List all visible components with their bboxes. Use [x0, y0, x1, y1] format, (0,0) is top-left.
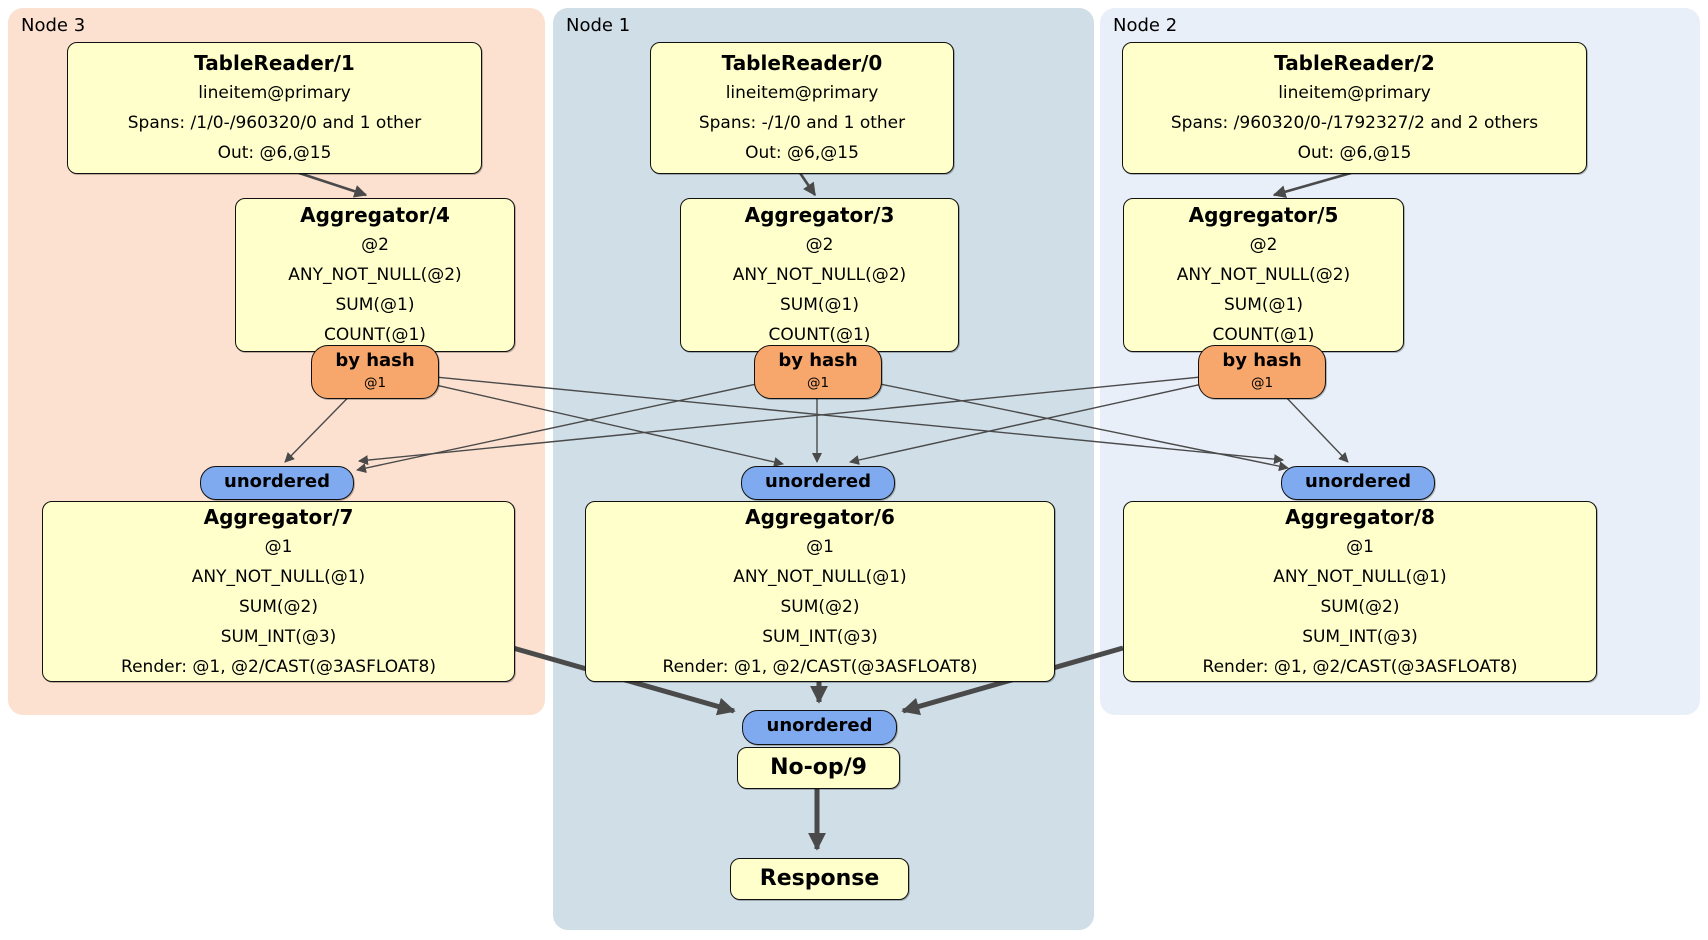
- node-1-label: Node 1: [566, 15, 631, 36]
- aggregator-6-box: Aggregator/6 @1 ANY_NOT_NULL(@1) SUM(@2)…: [585, 501, 1055, 682]
- processor-line: Out: @6,@15: [217, 143, 332, 163]
- sync-label: unordered: [224, 471, 330, 492]
- processor-line: ANY_NOT_NULL(@2): [1176, 265, 1351, 285]
- processor-line: lineitem@primary: [725, 83, 879, 103]
- processor-line: COUNT(@1): [1212, 325, 1315, 345]
- processor-line: SUM(@2): [239, 596, 318, 617]
- processor-line: Spans: /1/0-/960320/0 and 1 other: [127, 113, 422, 133]
- router-detail: @1: [1250, 375, 1274, 391]
- processor-line: ANY_NOT_NULL(@2): [288, 265, 462, 285]
- aggregator-7-box: Aggregator/7 @1 ANY_NOT_NULL(@1) SUM(@2)…: [42, 501, 515, 682]
- node-3-label: Node 3: [21, 15, 86, 36]
- router-label: by hash: [1222, 350, 1302, 371]
- processor-line: SUM_INT(@3): [220, 626, 337, 647]
- processor-line: ANY_NOT_NULL(@1): [191, 566, 366, 587]
- processor-line: lineitem@primary: [198, 83, 351, 103]
- processor-line: @1: [1346, 536, 1374, 557]
- processor-line: SUM(@1): [335, 295, 415, 315]
- by-hash-router-node1: by hash @1: [754, 345, 882, 399]
- edge-hash3-to-sync2: [373, 370, 1284, 465]
- processor-line: Render: @1, @2/CAST(@3ASFLOAT8): [1202, 656, 1518, 677]
- processor-line: @2: [361, 235, 389, 255]
- processor-title: Aggregator/7: [203, 504, 354, 529]
- processor-line: @1: [806, 536, 834, 557]
- sync-label: unordered: [766, 715, 873, 736]
- processor-title: Aggregator/4: [300, 203, 450, 227]
- router-label: by hash: [335, 350, 415, 371]
- response-box: Response: [730, 858, 909, 900]
- processor-line: COUNT(@1): [768, 325, 871, 345]
- processor-title: Aggregator/5: [1188, 203, 1339, 227]
- unordered-sync-node3: unordered: [200, 466, 354, 500]
- edge-hash2-to-sync3: [358, 370, 1262, 466]
- unordered-sync-node2: unordered: [1281, 466, 1435, 500]
- tablereader-2-box: TableReader/2 lineitem@primary Spans: /9…: [1122, 42, 1587, 174]
- by-hash-router-node3: by hash @1: [311, 345, 439, 399]
- processor-title: Aggregator/8: [1285, 504, 1435, 529]
- no-op-box: No-op/9: [737, 747, 900, 789]
- edge-tr2-to-agg5: [1272, 171, 1352, 199]
- processor-line: Spans: -/1/0 and 1 other: [698, 113, 906, 133]
- unordered-sync-node1: unordered: [741, 466, 895, 500]
- processor-title: No-op/9: [770, 755, 867, 780]
- aggregator-8-box: Aggregator/8 @1 ANY_NOT_NULL(@1) SUM(@2)…: [1123, 501, 1597, 682]
- processor-title: TableReader/1: [194, 51, 355, 75]
- node-2-label: Node 2: [1113, 15, 1178, 36]
- processor-line: ANY_NOT_NULL(@2): [732, 265, 907, 285]
- processor-title: TableReader/0: [721, 51, 883, 75]
- edge-tr0-to-agg3: [798, 172, 817, 197]
- processor-line: SUM(@2): [1320, 596, 1400, 617]
- processor-line: COUNT(@1): [324, 325, 426, 345]
- sync-label: unordered: [1305, 471, 1411, 492]
- processor-line: Out: @6,@15: [1297, 143, 1412, 163]
- router-detail: @1: [363, 375, 387, 391]
- edge-hash3-to-sync1: [373, 370, 784, 467]
- unordered-sync-final: unordered: [742, 710, 897, 745]
- processor-line: SUM(@2): [780, 596, 860, 617]
- processor-line: SUM_INT(@3): [1302, 626, 1418, 647]
- by-hash-router-node2: by hash @1: [1198, 345, 1326, 399]
- tablereader-1-box: TableReader/1 lineitem@primary Spans: /1…: [67, 42, 482, 174]
- sync-label: unordered: [765, 471, 871, 492]
- processor-title: Aggregator/3: [744, 203, 895, 227]
- processor-line: @1: [264, 536, 293, 557]
- processor-line: @2: [805, 235, 834, 255]
- router-label: by hash: [778, 350, 858, 371]
- edge-tr1-to-agg4: [298, 171, 368, 198]
- aggregator-4-box: Aggregator/4 @2 ANY_NOT_NULL(@2) SUM(@1)…: [235, 198, 515, 352]
- router-detail: @1: [806, 375, 830, 391]
- tablereader-0-box: TableReader/0 lineitem@primary Spans: -/…: [650, 42, 954, 174]
- processor-line: Render: @1, @2/CAST(@3ASFLOAT8): [121, 656, 436, 677]
- processor-line: SUM(@1): [1224, 295, 1303, 315]
- processor-line: ANY_NOT_NULL(@1): [733, 566, 907, 587]
- processor-line: Out: @6,@15: [745, 143, 859, 163]
- processor-line: SUM(@1): [780, 295, 859, 315]
- processor-line: Render: @1, @2/CAST(@3ASFLOAT8): [662, 656, 978, 677]
- edge-hash1-to-sync2: [816, 370, 1289, 472]
- processor-title: Aggregator/6: [745, 504, 895, 529]
- processor-line: SUM_INT(@3): [762, 626, 878, 647]
- edge-hash2-to-sync1: [849, 370, 1262, 465]
- processor-line: Spans: /960320/0-/1792327/2 and 2 others: [1170, 113, 1539, 133]
- processor-title: TableReader/2: [1274, 51, 1435, 75]
- processor-line: ANY_NOT_NULL(@1): [1273, 566, 1447, 587]
- processor-line: @2: [1249, 235, 1278, 255]
- aggregator-5-box: Aggregator/5 @2 ANY_NOT_NULL(@2) SUM(@1)…: [1123, 198, 1404, 352]
- processor-line: lineitem@primary: [1278, 83, 1431, 103]
- aggregator-3-box: Aggregator/3 @2 ANY_NOT_NULL(@2) SUM(@1)…: [680, 198, 959, 352]
- processor-title: Response: [759, 866, 880, 891]
